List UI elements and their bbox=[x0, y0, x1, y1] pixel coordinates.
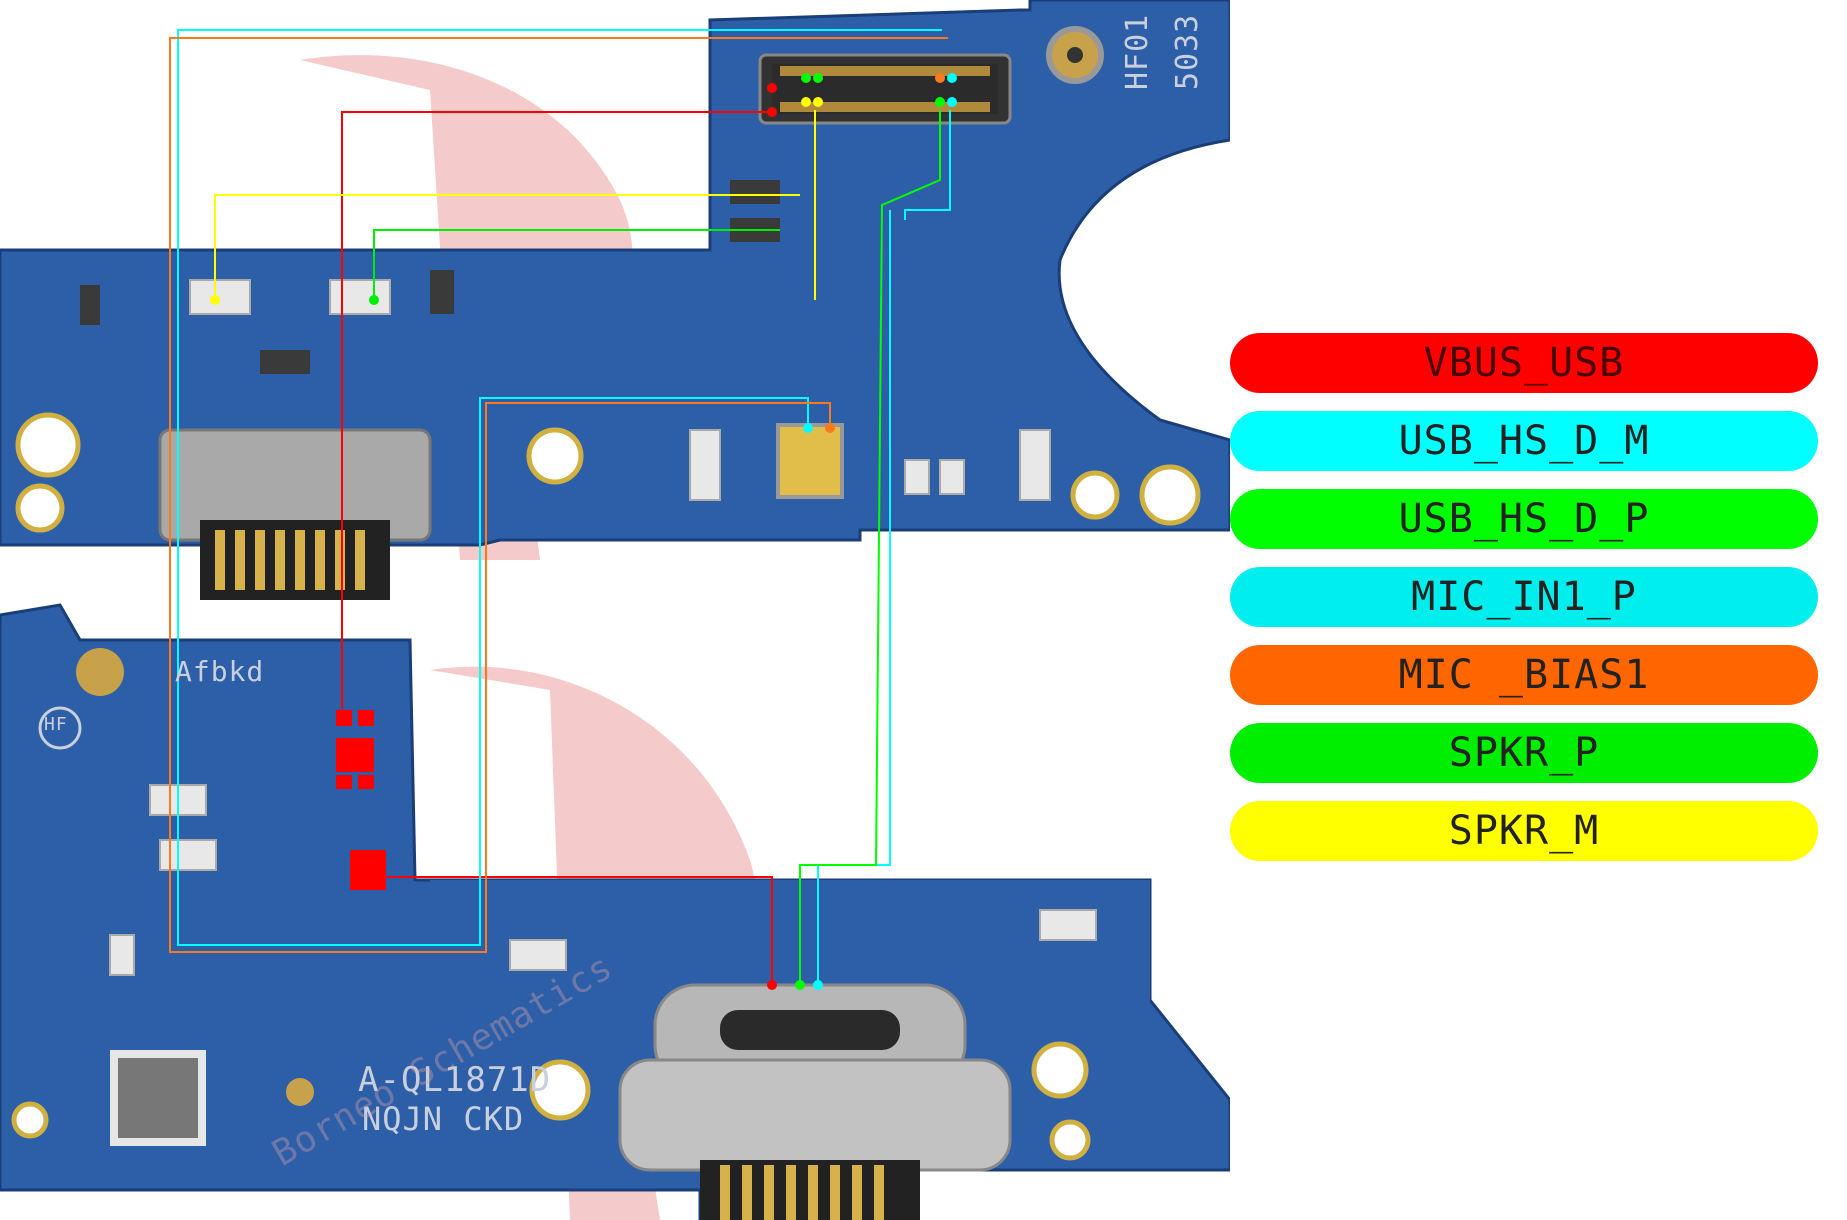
pcb-board-drawing bbox=[0, 0, 1230, 1220]
signal-traces bbox=[169, 29, 951, 985]
legend-spkr-p: SPKR_P bbox=[1230, 723, 1818, 783]
legend-usb-hs-d-m: USB_HS_D_M bbox=[1230, 411, 1818, 471]
legend-label: VBUS_USB bbox=[1423, 340, 1625, 386]
legend-label: MIC _BIAS1 bbox=[1398, 652, 1650, 698]
batch-code-label: NQJN CKD bbox=[362, 1100, 525, 1138]
trace-dots bbox=[210, 73, 957, 990]
part-number-label: A-QL1871D bbox=[358, 1060, 552, 1100]
legend-mic-bias1: MIC _BIAS1 bbox=[1230, 645, 1818, 705]
board-label-afbkd: Afbkd bbox=[175, 655, 265, 688]
legend-mic-in1-p: MIC_IN1_P bbox=[1230, 567, 1818, 627]
legend-label: USB_HS_D_M bbox=[1398, 418, 1650, 464]
board-label-hf01: HF01 bbox=[1120, 13, 1155, 90]
legend-spkr-m: SPKR_M bbox=[1230, 801, 1818, 861]
top-pcb bbox=[0, 0, 1230, 600]
legend-vbus-usb: VBUS_USB bbox=[1230, 333, 1818, 393]
bottom-pcb bbox=[0, 603, 1230, 1220]
legend-usb-hs-d-p: USB_HS_D_P bbox=[1230, 489, 1818, 549]
legend-label: MIC_IN1_P bbox=[1411, 574, 1637, 620]
board-label-code: 5033 bbox=[1170, 13, 1205, 90]
legend-label: USB_HS_D_P bbox=[1398, 496, 1650, 542]
board-label-hf: HF bbox=[44, 714, 68, 735]
legend-label: SPKR_P bbox=[1448, 730, 1600, 776]
pcb-diagram: HF01 5033 Afbkd HF A-QL1871D NQJN CKD Bo… bbox=[0, 0, 1230, 1220]
legend-label: SPKR_M bbox=[1448, 808, 1600, 854]
signal-legend: VBUS_USB USB_HS_D_M USB_HS_D_P MIC_IN1_P… bbox=[1230, 333, 1820, 879]
